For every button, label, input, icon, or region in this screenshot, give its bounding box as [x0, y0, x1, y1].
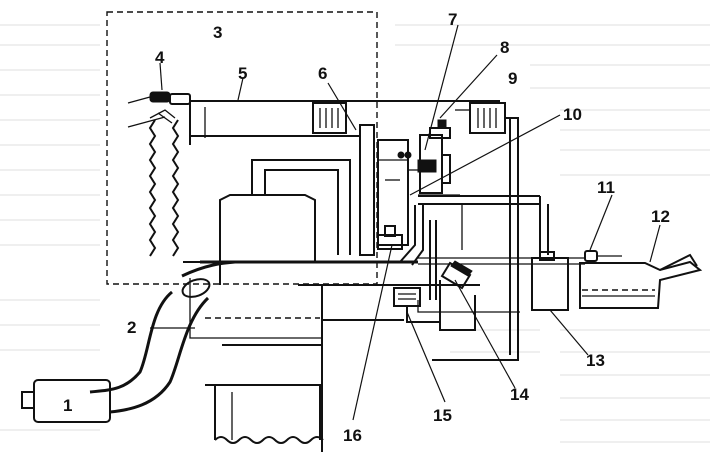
- component-13-container: [531, 251, 569, 311]
- callout-3: 3: [213, 23, 222, 42]
- top-pipe-bundle: [189, 100, 500, 145]
- component-11-valve: [584, 250, 598, 262]
- callout-12: 12: [651, 207, 670, 226]
- engine-block: [205, 285, 324, 452]
- callout-1: 1: [63, 396, 72, 415]
- background-texture: [0, 24, 710, 443]
- control-valve-assembly: [359, 109, 549, 300]
- component-12-fuel-tank: [579, 253, 703, 309]
- callout-10: 10: [563, 105, 582, 124]
- callout-labels: 1 2 3 4 5 6 7 8 9 10 11 12 13 14 15 16: [63, 10, 670, 445]
- component-14-solenoid: [439, 260, 476, 331]
- callout-8: 8: [500, 38, 509, 57]
- callout-11: 11: [597, 178, 615, 197]
- callout-2: 2: [127, 318, 136, 337]
- component-1-muffler: [21, 379, 111, 423]
- callout-7: 7: [448, 10, 457, 29]
- leader-lines: [150, 24, 661, 421]
- intake-manifold: [200, 159, 480, 286]
- component-5-box: [312, 102, 347, 134]
- callout-15: 15: [433, 406, 452, 425]
- callout-13: 13: [586, 351, 605, 370]
- callout-4: 4: [155, 48, 165, 67]
- callout-9: 9: [508, 69, 517, 88]
- callout-14: 14: [510, 385, 529, 404]
- callout-5: 5: [238, 64, 247, 83]
- callout-6: 6: [318, 64, 327, 83]
- callout-16: 16: [343, 426, 362, 445]
- engine-compartment-outline: [106, 11, 378, 285]
- corrugated-hoses: [148, 119, 180, 257]
- component-4-fitting: [127, 91, 191, 128]
- component-9-canister: [469, 102, 506, 134]
- component-15-filter: [322, 287, 440, 323]
- exhaust-pipe: [89, 260, 236, 414]
